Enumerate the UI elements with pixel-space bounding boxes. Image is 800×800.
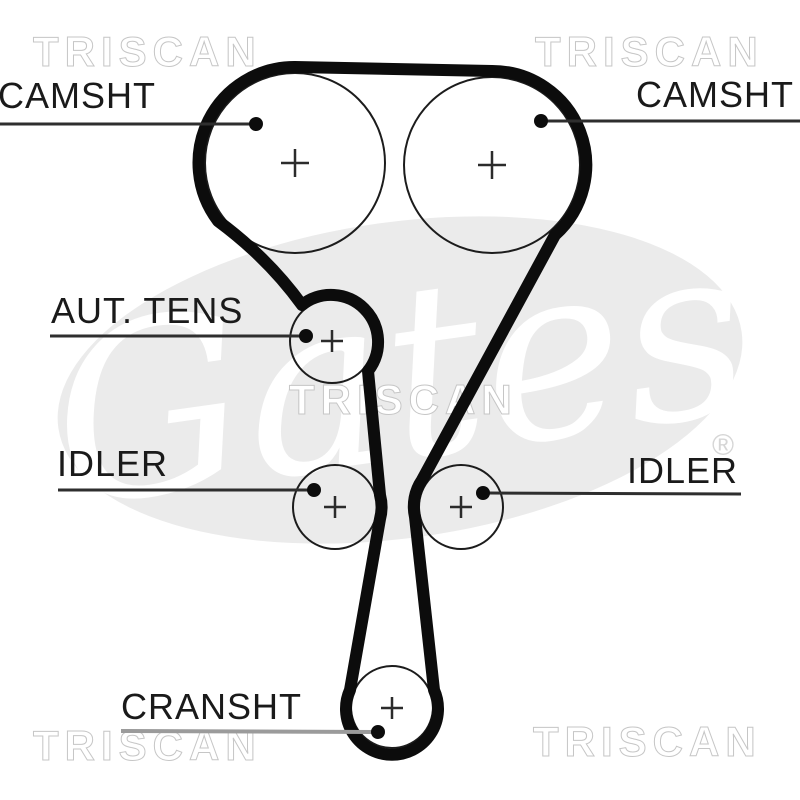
leader-dots — [249, 114, 548, 739]
leader-dot-camsht-left — [249, 117, 263, 131]
cross-camshaft-right — [478, 151, 506, 179]
watermark-triscan-top-right: TRISCAN — [535, 28, 764, 75]
label-camsht-left: CAMSHT — [0, 75, 156, 116]
cross-crankshaft — [381, 697, 403, 719]
label-aut-tens: AUT. TENS — [51, 290, 244, 331]
leader-dot-idler-right — [476, 486, 490, 500]
label-idler-left: IDLER — [57, 443, 169, 484]
leader-dot-aut-tens — [299, 329, 313, 343]
label-cransht: CRANSHT — [121, 686, 303, 727]
cross-camshaft-left — [281, 149, 309, 177]
gates-oval — [57, 216, 743, 544]
watermark-triscan-bottom-left: TRISCAN — [33, 722, 262, 769]
timing-belt-path — [192, 60, 593, 761]
label-camsht-right: CAMSHT — [636, 74, 794, 115]
leader-line-cransht — [120, 729, 373, 734]
camshaft-pulley-right — [403, 76, 581, 254]
registered-trademark-icon: ® — [712, 429, 734, 462]
label-idler-right: IDLER — [627, 450, 739, 491]
leader-dot-idler-left — [307, 483, 321, 497]
watermark-triscan-bottom-right: TRISCAN — [533, 718, 762, 765]
leader-line-idler-right — [488, 491, 742, 496]
cross-idler-left — [324, 496, 346, 518]
leader-dot-camsht-right — [534, 114, 548, 128]
pulley-center-crosses — [281, 149, 506, 719]
watermark-triscan-top-left: TRISCAN — [33, 28, 262, 75]
cross-idler-right — [450, 496, 472, 518]
cross-tensioner — [321, 330, 343, 352]
leader-dot-cransht — [371, 725, 385, 739]
